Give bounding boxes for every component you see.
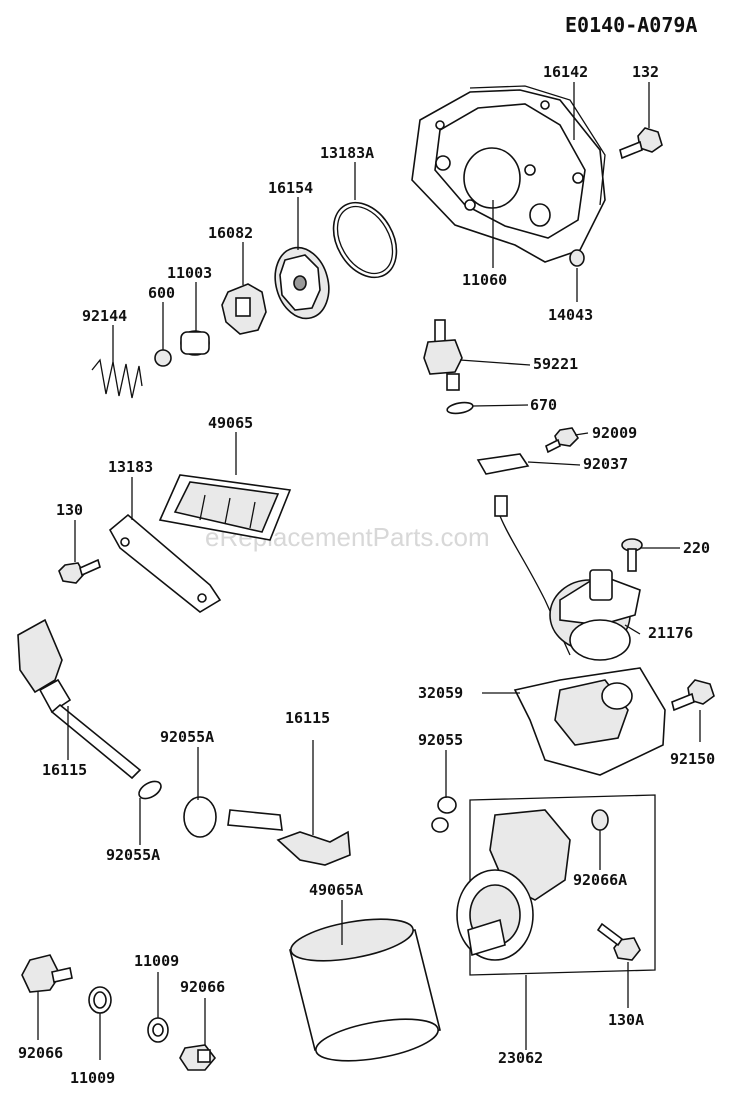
label-92055A-bottom: 92055A — [106, 846, 160, 864]
sensor-21176 — [549, 569, 641, 661]
label-16115-left: 16115 — [42, 761, 87, 779]
bolt-130 — [58, 558, 101, 584]
label-49065: 49065 — [208, 414, 253, 432]
label-23062: 23062 — [498, 1049, 543, 1067]
label-16142: 16142 — [543, 63, 588, 81]
bolt-92150 — [671, 679, 715, 712]
label-92066-mid: 92066 — [180, 978, 225, 996]
o-ring-92055A-small — [138, 780, 162, 800]
plug-92066-mid — [179, 1044, 217, 1071]
pin-14043 — [569, 249, 585, 267]
plug-92066A — [591, 809, 609, 831]
plate-13183 — [108, 513, 222, 613]
sleeve-11003 — [180, 330, 210, 356]
label-59221: 59221 — [533, 355, 578, 373]
ball-600 — [154, 349, 172, 367]
washer-11009-mid — [147, 1017, 169, 1043]
label-11003: 11003 — [167, 264, 212, 282]
label-32059: 32059 — [418, 684, 463, 702]
label-92066A: 92066A — [573, 871, 627, 889]
oil-pump-cover-11060 — [411, 89, 606, 263]
plate-92037 — [476, 453, 530, 475]
bracket-32059 — [513, 667, 666, 776]
bolt-92009 — [545, 427, 580, 454]
washer-11009-left — [88, 986, 112, 1014]
label-16115-right: 16115 — [285, 709, 330, 727]
label-92009: 92009 — [592, 424, 637, 442]
label-132: 132 — [632, 63, 659, 81]
label-92066-left: 92066 — [18, 1044, 63, 1062]
label-130: 130 — [56, 501, 83, 519]
o-ring-92055A — [183, 796, 217, 838]
diagram-code: E0140-A079A — [565, 13, 697, 37]
label-11009-top: 11009 — [134, 952, 179, 970]
label-92055A-top: 92055A — [160, 728, 214, 746]
rotor-16154 — [274, 246, 330, 320]
label-92144: 92144 — [82, 307, 127, 325]
label-14043: 14043 — [548, 306, 593, 324]
label-11009-bottom: 11009 — [70, 1069, 115, 1087]
label-16082: 16082 — [208, 224, 253, 242]
bolt-132 — [619, 127, 663, 160]
bolt-130A — [596, 922, 641, 961]
label-49065A: 49065A — [309, 881, 363, 899]
label-92037: 92037 — [583, 455, 628, 473]
label-670: 670 — [530, 396, 557, 414]
label-21176: 21176 — [648, 624, 693, 642]
rotor-16082 — [221, 283, 267, 335]
screw-220 — [621, 538, 643, 572]
label-16154: 16154 — [268, 179, 313, 197]
label-13183A: 13183A — [320, 144, 374, 162]
label-130A: 130A — [608, 1011, 644, 1029]
o-ring-92055 — [431, 796, 457, 833]
sensor-wire — [494, 495, 571, 656]
gasket-16142 — [469, 85, 606, 206]
oil-filter-49065A — [289, 918, 441, 1062]
dipstick-16115-right — [227, 809, 351, 866]
label-11060: 11060 — [462, 271, 507, 289]
label-220: 220 — [683, 539, 710, 557]
filter-49065 — [158, 474, 292, 541]
label-600: 600 — [148, 284, 175, 302]
leader-lines — [37, 82, 701, 1060]
bolt-92066-left — [21, 954, 73, 993]
label-13183: 13183 — [108, 458, 153, 476]
relief-valve-59221 — [423, 319, 463, 391]
o-ring-13183A — [332, 201, 398, 279]
label-92150: 92150 — [670, 750, 715, 768]
o-ring-670 — [446, 401, 474, 415]
filter-base-23062 — [456, 794, 656, 976]
spring-92144 — [91, 358, 143, 399]
label-92055: 92055 — [418, 731, 463, 749]
dipstick-16115-left — [17, 618, 142, 780]
